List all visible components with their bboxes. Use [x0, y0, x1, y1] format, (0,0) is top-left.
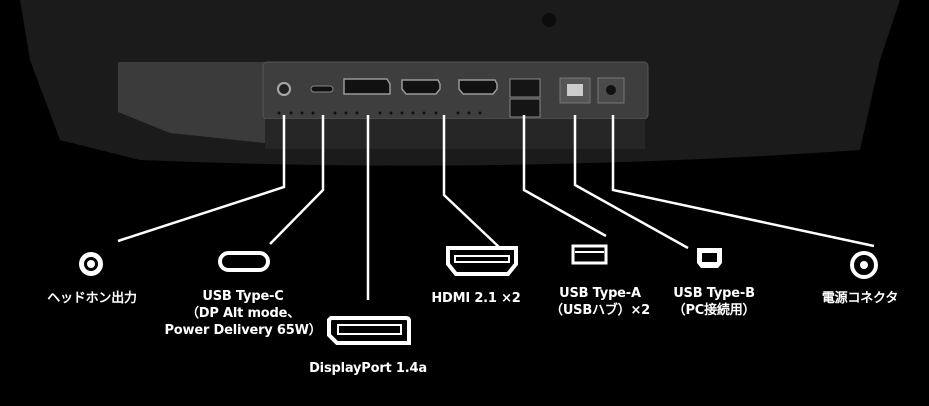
- hdmi-port-1: [401, 79, 441, 95]
- displayport-icon: [327, 316, 411, 345]
- panel-side: [118, 62, 265, 143]
- usb-b-icon-inner: [702, 253, 717, 262]
- label-line: USB Type-C: [202, 289, 284, 304]
- leader-lines: [117, 115, 875, 300]
- hdmi-port-2: [458, 79, 498, 95]
- vent-dots: [277, 111, 482, 115]
- label-line: （PC接続用）: [672, 303, 756, 318]
- leader-usb-a: [522, 115, 607, 238]
- usb-b-port-inner: [567, 84, 583, 96]
- usb-b-label: USB Type-B （PC接続用）: [673, 285, 756, 319]
- leader-power: [611, 115, 875, 248]
- displayport-port: [343, 78, 391, 95]
- hdmi-icon-inner: [454, 255, 510, 263]
- leader-usb-c: [269, 115, 325, 245]
- usb-a-port-1: [509, 78, 541, 98]
- usb-a-port-2: [509, 98, 541, 118]
- headphone-icon: [79, 252, 103, 276]
- label-line: DisplayPort 1.4a: [309, 361, 427, 376]
- leader-headphone: [117, 115, 286, 243]
- power-connector-label: 電源コネクタ: [822, 290, 898, 307]
- usb-a-icon: [571, 244, 608, 265]
- usb-c-icon: [218, 251, 270, 272]
- label-line: USB Type-A: [559, 286, 641, 301]
- label-line: Power Delivery 65W）: [164, 323, 322, 338]
- label-line: 電源コネクタ: [821, 291, 899, 306]
- label-line: ヘッドホン出力: [47, 291, 137, 306]
- usb-c-label: USB Type-C （DP Alt mode、 Power Delivery …: [164, 288, 321, 339]
- monitor-screw-hole: [542, 13, 556, 27]
- label-line: HDMI 2.1 ×2: [431, 291, 521, 306]
- hdmi-icon: [446, 246, 518, 276]
- panel-bottom-strip: [265, 119, 645, 149]
- usb-a-label: USB Type-A （USBハブ）×2: [550, 285, 650, 319]
- power-port-inner: [606, 85, 616, 95]
- leader-usb-b: [573, 115, 689, 250]
- label-line: （USBハブ）×2: [550, 303, 650, 318]
- label-line: （DP Alt mode、: [185, 306, 301, 321]
- usb-c-port: [310, 85, 334, 93]
- power-connector-icon: [850, 251, 878, 279]
- displayport-icon-inner: [337, 324, 402, 335]
- headphone-jack: [277, 82, 291, 96]
- label-line: USB Type-B: [673, 286, 755, 301]
- displayport-label: DisplayPort 1.4a: [309, 360, 427, 377]
- headphone-label: ヘッドホン出力: [47, 290, 137, 307]
- hdmi-label: HDMI 2.1 ×2: [431, 290, 520, 307]
- leader-hdmi: [442, 115, 501, 249]
